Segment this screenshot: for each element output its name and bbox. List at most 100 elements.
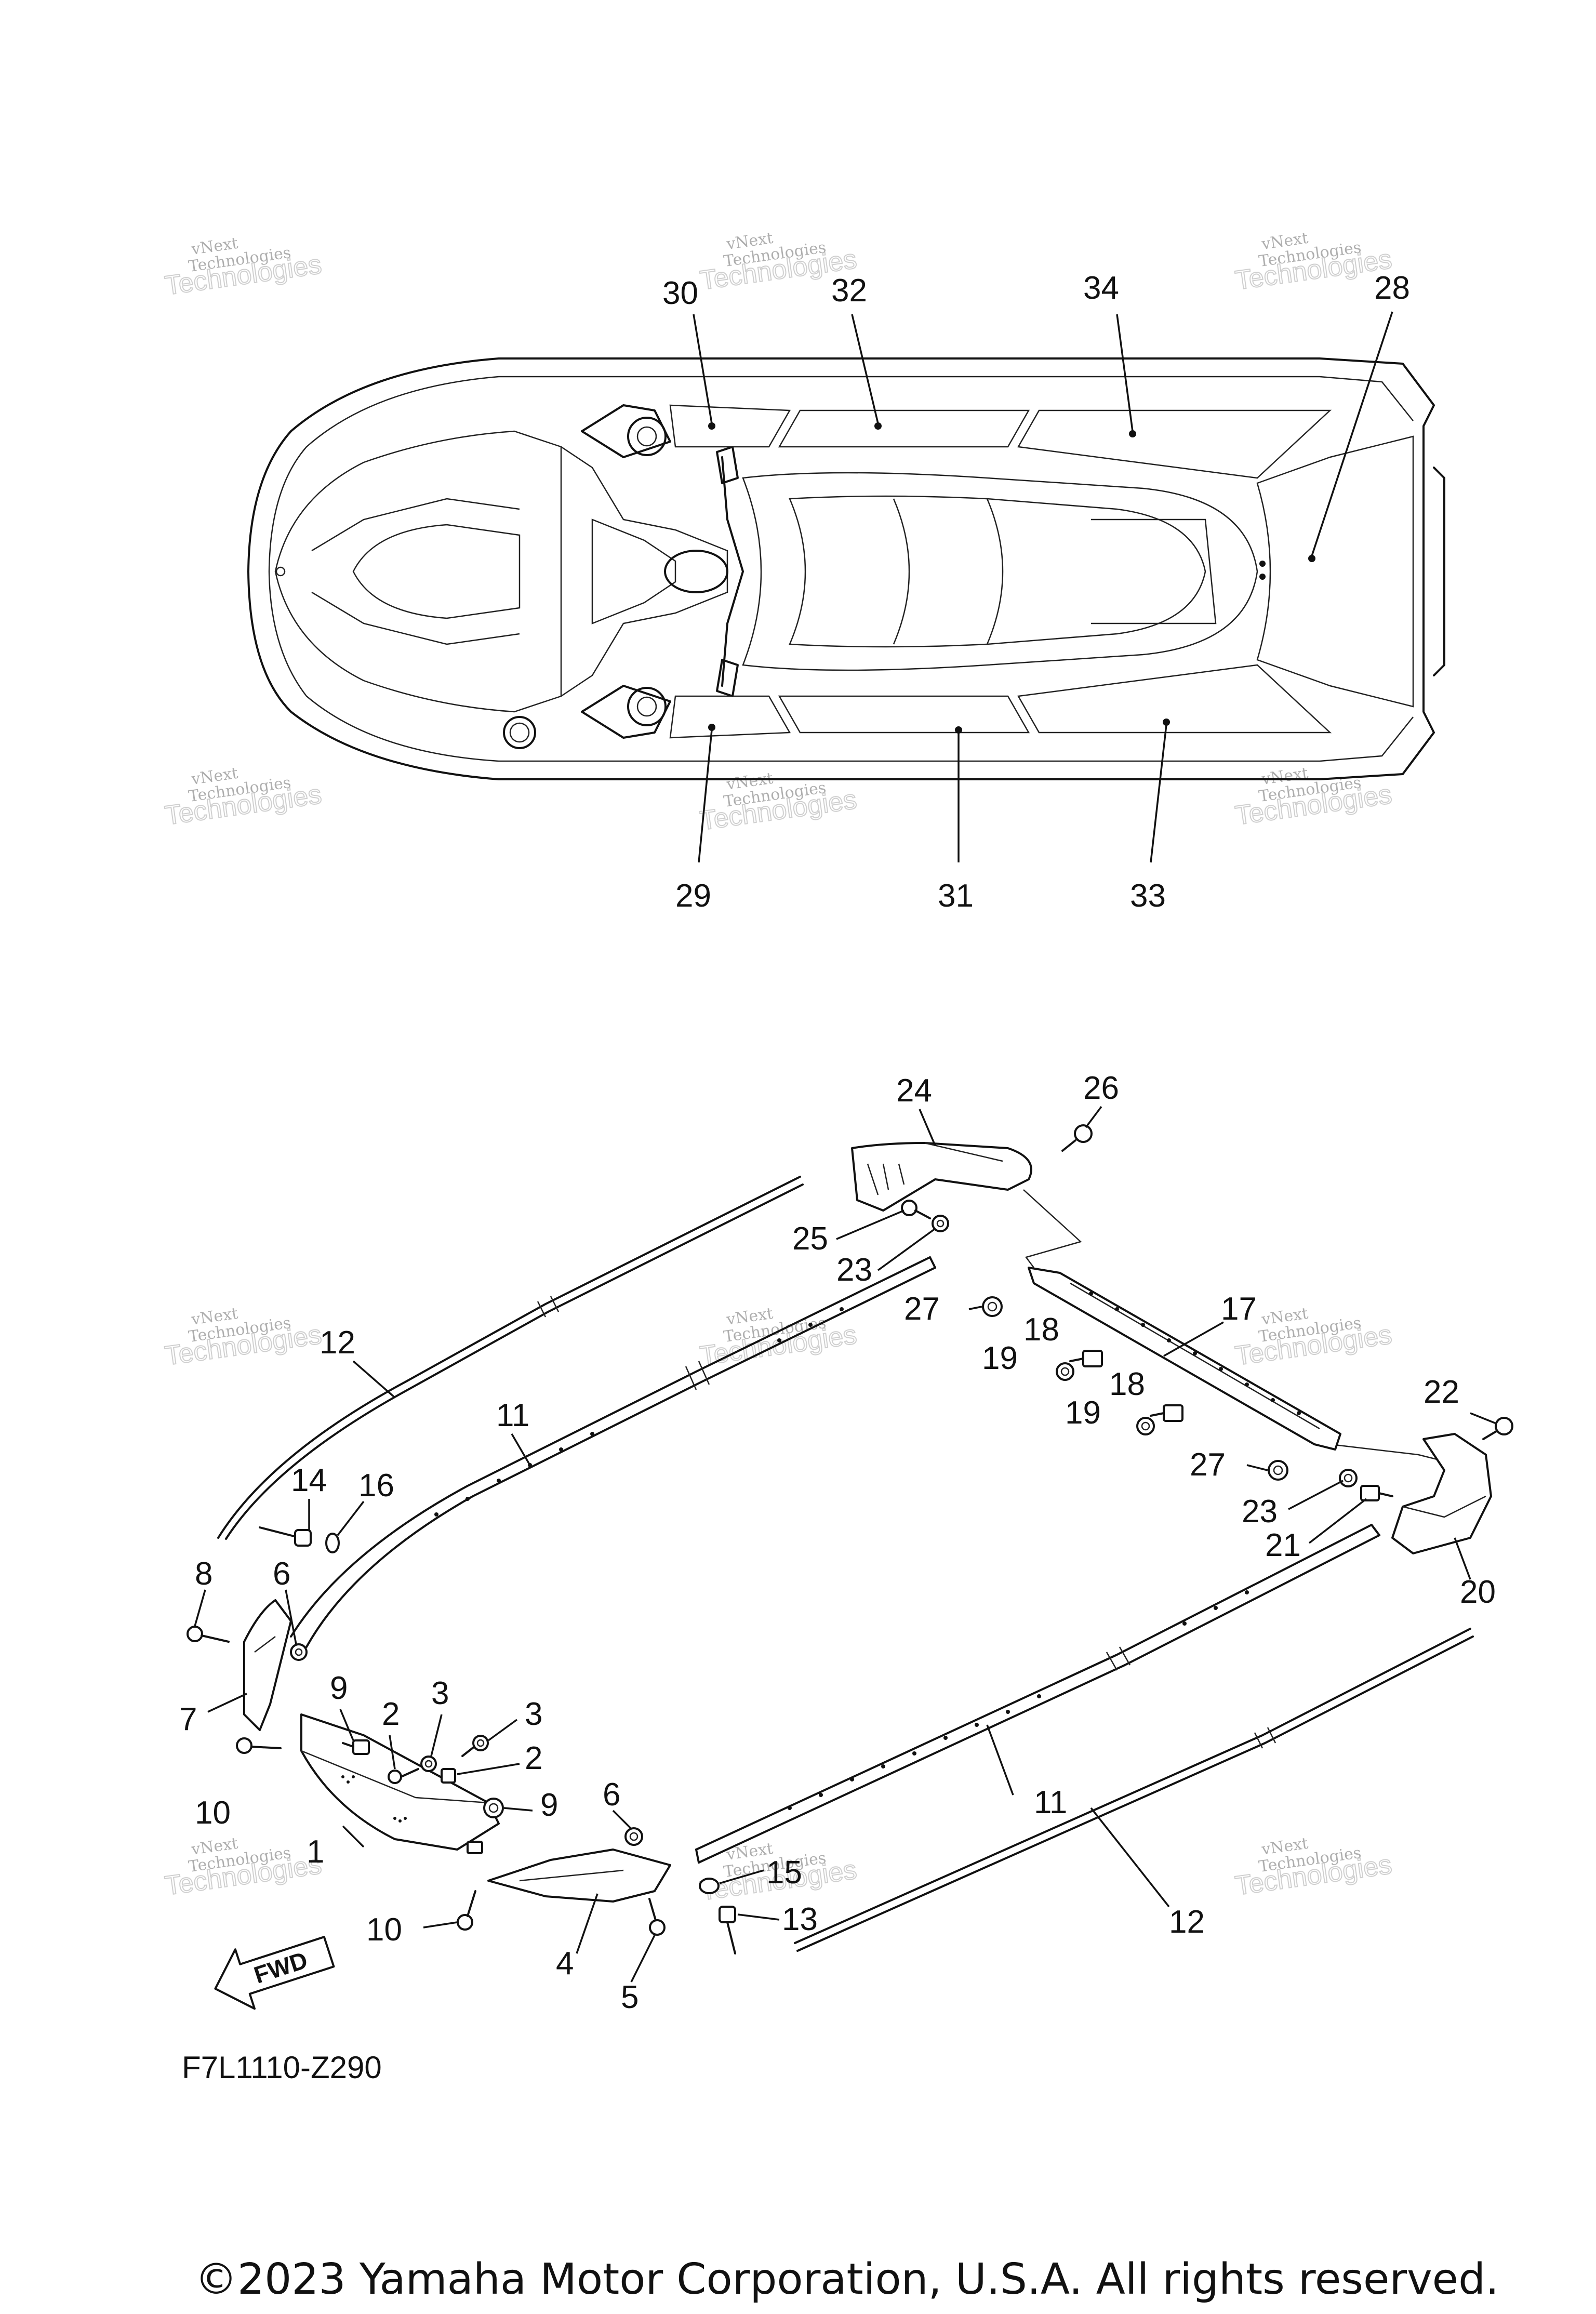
callout-22: 22 (1424, 1374, 1459, 1410)
bow-line (311, 498, 520, 552)
mat-rear-lower (1017, 664, 1332, 734)
rear-deck (1256, 435, 1414, 708)
callout-11-lower: 11 (1034, 1785, 1067, 1820)
watercraft-top-view (247, 357, 1445, 780)
rubber-strip-lower (794, 1628, 1474, 1952)
callout-1: 1 (307, 1834, 324, 1870)
mat-mid-lower (778, 695, 1030, 734)
callout-12-lower: 12 (1169, 1904, 1205, 1940)
screw-26 (1061, 1124, 1093, 1152)
locator-dot-32 (874, 422, 882, 430)
rear-cover-20 (1391, 1433, 1492, 1554)
watermark: vNext Technologies Technologies (163, 1305, 324, 1372)
locator-dot-34 (1129, 430, 1136, 437)
screw-8 (187, 1626, 230, 1643)
fuel-cap-inner (509, 722, 530, 743)
handle-grip-lower (716, 659, 739, 697)
callout-30: 30 (662, 275, 698, 311)
hull-inner-line (268, 376, 1414, 762)
mat-rear-upper (1017, 409, 1332, 479)
callout-27-lower: 27 (1190, 1447, 1226, 1483)
callout-4: 4 (556, 1946, 574, 1981)
seat-ridge (986, 498, 1004, 645)
rivet-13 (719, 1906, 736, 1954)
handlebar (721, 456, 744, 687)
washer-15 (699, 1878, 720, 1894)
rubber-strip-upper (217, 1176, 804, 1540)
callout-6-upper: 6 (273, 1556, 290, 1592)
bow-line (352, 524, 521, 619)
callout-12-upper: 12 (320, 1325, 355, 1361)
mat-mid-upper (778, 409, 1030, 448)
side-cover-7 (243, 1599, 292, 1731)
callout-6-lower: 6 (603, 1777, 620, 1813)
callout-27-upper: 27 (904, 1291, 940, 1327)
front-bumper-1 (300, 1713, 500, 1854)
fuel-cap (503, 716, 536, 749)
callout-23-lower: 23 (1242, 1494, 1278, 1530)
callout-18-a: 18 (1023, 1312, 1059, 1348)
nut-6-upper (290, 1643, 308, 1661)
callout-13: 13 (782, 1901, 818, 1937)
top-view-leaders (693, 311, 1393, 863)
callout-32: 32 (831, 273, 867, 309)
mirror-lower (581, 685, 671, 739)
callout-25: 25 (792, 1221, 828, 1257)
bolt-10-lower (457, 1890, 476, 1931)
callout-16: 16 (358, 1468, 394, 1504)
callout-19-b: 19 (1065, 1395, 1101, 1431)
locator-dot-30 (708, 422, 715, 430)
screw-22 (1482, 1417, 1513, 1440)
bolt-18-a (1069, 1350, 1103, 1367)
diagram-code: F7L1110-Z290 (182, 2050, 382, 2085)
assembly-leaders (194, 1106, 1497, 1983)
callout-19-a: 19 (982, 1340, 1018, 1376)
bow-deck (274, 430, 562, 713)
callout-34: 34 (1083, 270, 1119, 306)
transom (1433, 467, 1445, 676)
callout-10-upper: 10 (195, 1795, 231, 1831)
hull-outline (247, 357, 1435, 780)
callout-26: 26 (1083, 1070, 1119, 1106)
console (561, 446, 728, 697)
callout-11-upper: 11 (496, 1398, 529, 1433)
callout-10-lower: 10 (366, 1912, 402, 1948)
mat-front-upper (669, 404, 791, 448)
nut-23-lower (1339, 1469, 1358, 1487)
bolt-9-upper (342, 1739, 370, 1755)
handle-grip-upper (716, 446, 739, 484)
callout-9-upper: 9 (330, 1670, 348, 1706)
nut-27-b (1268, 1460, 1288, 1481)
callout-15: 15 (766, 1855, 802, 1891)
callout-18-b: 18 (1109, 1366, 1145, 1402)
mirror-upper (581, 404, 671, 458)
bracket-24 (851, 1142, 1032, 1212)
assembly-ref-line (1023, 1189, 1082, 1268)
callout-8: 8 (195, 1556, 212, 1592)
bolt-18-b (1150, 1404, 1183, 1422)
callout-29: 29 (675, 878, 711, 914)
callout-9-lower: 9 (540, 1787, 558, 1823)
bolt-25 (901, 1200, 931, 1219)
exploded-assembly: FWD (187, 1124, 1513, 2010)
watermark: vNext Technologies Technologies (163, 764, 324, 832)
nut-3-a (420, 1756, 437, 1772)
bow-line (311, 591, 520, 645)
seat-step (1091, 518, 1217, 624)
nut-27-a (982, 1296, 1003, 1317)
locator-dot-31 (955, 726, 962, 734)
steering-hub (664, 550, 728, 593)
watermark: vNext Technologies Technologies (1233, 229, 1394, 297)
callout-7: 7 (179, 1701, 197, 1737)
watermark: vNext Technologies Technologies (163, 234, 324, 302)
nut-23-upper (932, 1215, 949, 1232)
watermark: vNext Technologies Technologies (1233, 764, 1394, 832)
seat-inner (789, 495, 1206, 648)
rivet-14 (259, 1526, 312, 1547)
watermark: vNext Technologies Technologies (163, 1834, 324, 1902)
callout-numbers: 30 32 34 28 29 31 33 24 26 25 23 27 17 1… (179, 270, 1496, 2015)
bolt-10-upper (236, 1737, 282, 1754)
nose-marker (275, 566, 286, 577)
callout-23-upper: 23 (836, 1252, 872, 1288)
bolt-21 (1360, 1485, 1393, 1501)
